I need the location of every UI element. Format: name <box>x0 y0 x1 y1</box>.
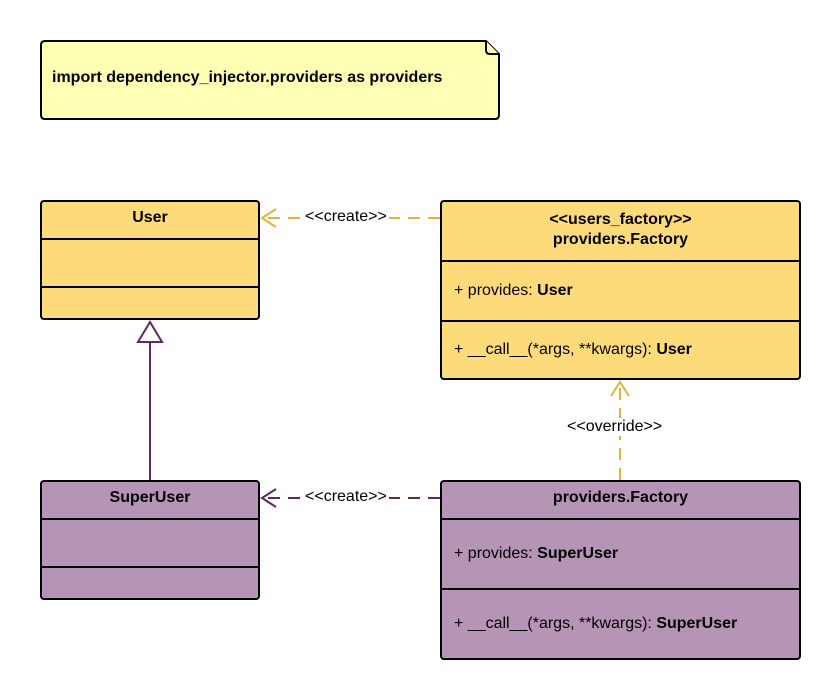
users-factory-attributes: + provides: User <box>442 262 799 322</box>
superuser-factory-name: providers.Factory <box>442 482 799 520</box>
superuser-class-name: SuperUser <box>42 482 258 520</box>
inheritance-arrowhead <box>136 320 164 343</box>
superuser-factory-attr-prefix: + provides: <box>454 545 538 562</box>
users-factory-stereotype: <<users_factory>> <box>549 211 692 228</box>
override-label: <<override>> <box>565 418 665 436</box>
users-factory-method-type: User <box>656 341 692 358</box>
note-text: import dependency_injector.providers as … <box>52 69 443 86</box>
superuser-factory-method-type: SuperUser <box>656 615 738 632</box>
override-arrowhead <box>610 380 630 397</box>
users-factory-name: providers.Factory <box>552 231 689 248</box>
superuser-factory-methods: + __call__(*args, **kwargs): SuperUser <box>442 590 799 658</box>
create-user-label: <<create>> <box>303 208 389 226</box>
superuser-class[interactable]: SuperUser <box>40 480 260 600</box>
superuser-factory-attributes: + provides: SuperUser <box>442 520 799 590</box>
import-note: import dependency_injector.providers as … <box>40 40 500 120</box>
user-class-name: User <box>42 202 258 240</box>
users-factory-header: <<users_factory>> providers.Factory <box>442 202 799 262</box>
user-class[interactable]: User <box>40 200 260 320</box>
users-factory-attr-prefix: + provides: <box>454 282 538 299</box>
create-superuser-label: <<create>> <box>303 488 389 506</box>
users-factory-attr-type: User <box>537 282 573 299</box>
superuser-factory-method-prefix: + __call__(*args, **kwargs): <box>454 615 657 632</box>
superuser-methods-section <box>42 568 258 598</box>
users-factory-methods: + __call__(*args, **kwargs): User <box>442 322 799 378</box>
create-superuser-arrowhead <box>260 488 277 508</box>
superuser-factory-class[interactable]: providers.Factory + provides: SuperUser … <box>440 480 801 660</box>
create-user-arrowhead <box>260 208 277 228</box>
users-factory-class[interactable]: <<users_factory>> providers.Factory + pr… <box>440 200 801 380</box>
user-methods-section <box>42 288 258 318</box>
note-shape <box>40 40 500 120</box>
user-attributes-section <box>42 240 258 288</box>
superuser-factory-attr-type: SuperUser <box>537 545 619 562</box>
superuser-attributes-section <box>42 520 258 568</box>
users-factory-method-prefix: + __call__(*args, **kwargs): <box>454 341 657 358</box>
